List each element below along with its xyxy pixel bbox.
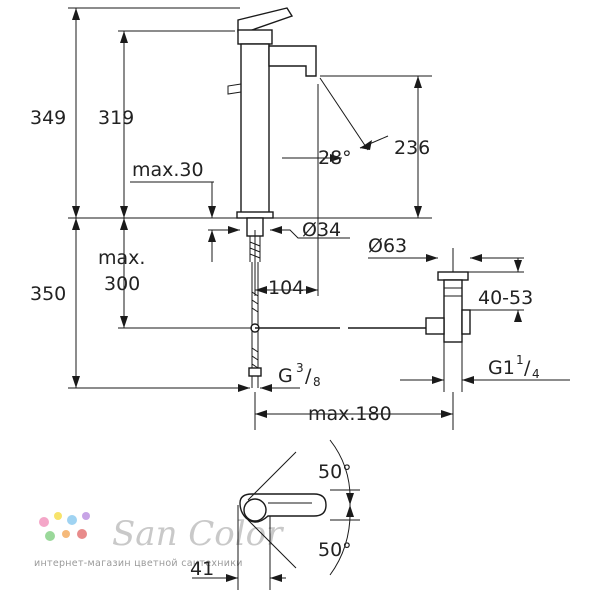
label-max: max. [98, 247, 145, 269]
label-236: 236 [394, 137, 430, 159]
svg-text:/: / [305, 365, 312, 387]
swivel-range-lines [247, 451, 297, 569]
label-max30: max.30 [132, 159, 204, 181]
waste-side-nut [461, 309, 471, 335]
watermark: San Color интернет-магазин цветной санте… [34, 512, 284, 569]
watermark-dot [77, 529, 87, 539]
label-g114-den: 4 [532, 367, 540, 381]
arrows-28deg [330, 140, 372, 162]
label-41: 41 [190, 558, 214, 580]
label-g38-den: 8 [313, 375, 321, 389]
faucet-base [236, 211, 274, 219]
svg-text:/: / [524, 357, 531, 379]
watermark-dot [82, 512, 90, 520]
hose-nut [248, 367, 262, 377]
watermark-dot [45, 531, 55, 541]
waste-body [443, 279, 463, 343]
label-28deg: 28° [318, 147, 352, 169]
label-g114: G1 1 / 4 [488, 353, 540, 381]
label-d34: Ø34 [302, 219, 341, 241]
label-50deg-top: 50° [318, 461, 352, 483]
waste-pivot-housing [425, 317, 445, 335]
label-4053: 40-53 [478, 287, 533, 309]
watermark-dots [39, 512, 90, 541]
cartridge-cap [237, 29, 273, 45]
dim-d63-4053 [368, 248, 524, 320]
watermark-tagline: интернет-магазин цветной сантехники [34, 558, 243, 569]
watermark-dot [62, 530, 70, 538]
dim-28deg [282, 77, 389, 159]
arrows-d34 [228, 226, 282, 234]
dim-g114 [400, 342, 570, 392]
label-g38-num: 3 [296, 361, 304, 375]
label-g114-num: 1 [516, 353, 524, 367]
waste-threads [444, 287, 462, 297]
label-max180: max.180 [308, 403, 392, 425]
arrows-g38 [238, 384, 272, 392]
label-d63: Ø63 [368, 235, 407, 257]
label-104: 104 [268, 277, 304, 299]
popup-rod [227, 83, 242, 95]
label-350: 350 [30, 283, 66, 305]
faucet-spout [268, 45, 317, 77]
top-view-cartridge [243, 498, 267, 522]
arrowheads [72, 8, 522, 582]
label-g38: G 3 / 8 [278, 361, 321, 389]
label-349: 349 [30, 107, 66, 129]
label-50deg-bottom: 50° [318, 539, 352, 561]
dimension-lines [68, 7, 570, 590]
watermark-dot [67, 515, 77, 525]
label-g38-prefix: G [278, 365, 293, 387]
waste-flange [437, 271, 469, 281]
dim-50deg [330, 489, 360, 521]
extension-lines-horizontal [68, 7, 432, 389]
arrows-max30 [208, 206, 216, 242]
label-300: 300 [104, 273, 140, 295]
arrows-41 [226, 574, 282, 582]
faucet-side-view [227, 7, 432, 388]
label-g114-prefix: G1 [488, 357, 515, 379]
dim-max180 [254, 392, 454, 430]
dim-41 [192, 505, 286, 590]
dimension-labels: 349 319 max.30 28° 236 Ø34 Ø63 max. 300 … [30, 107, 540, 580]
arrows-50deg [346, 493, 354, 517]
watermark-dot [54, 512, 62, 520]
arrows-g114 [432, 376, 474, 384]
popup-waste [425, 271, 471, 343]
watermark-dot [39, 517, 49, 527]
faucet-column [240, 43, 270, 215]
label-319: 319 [98, 107, 134, 129]
